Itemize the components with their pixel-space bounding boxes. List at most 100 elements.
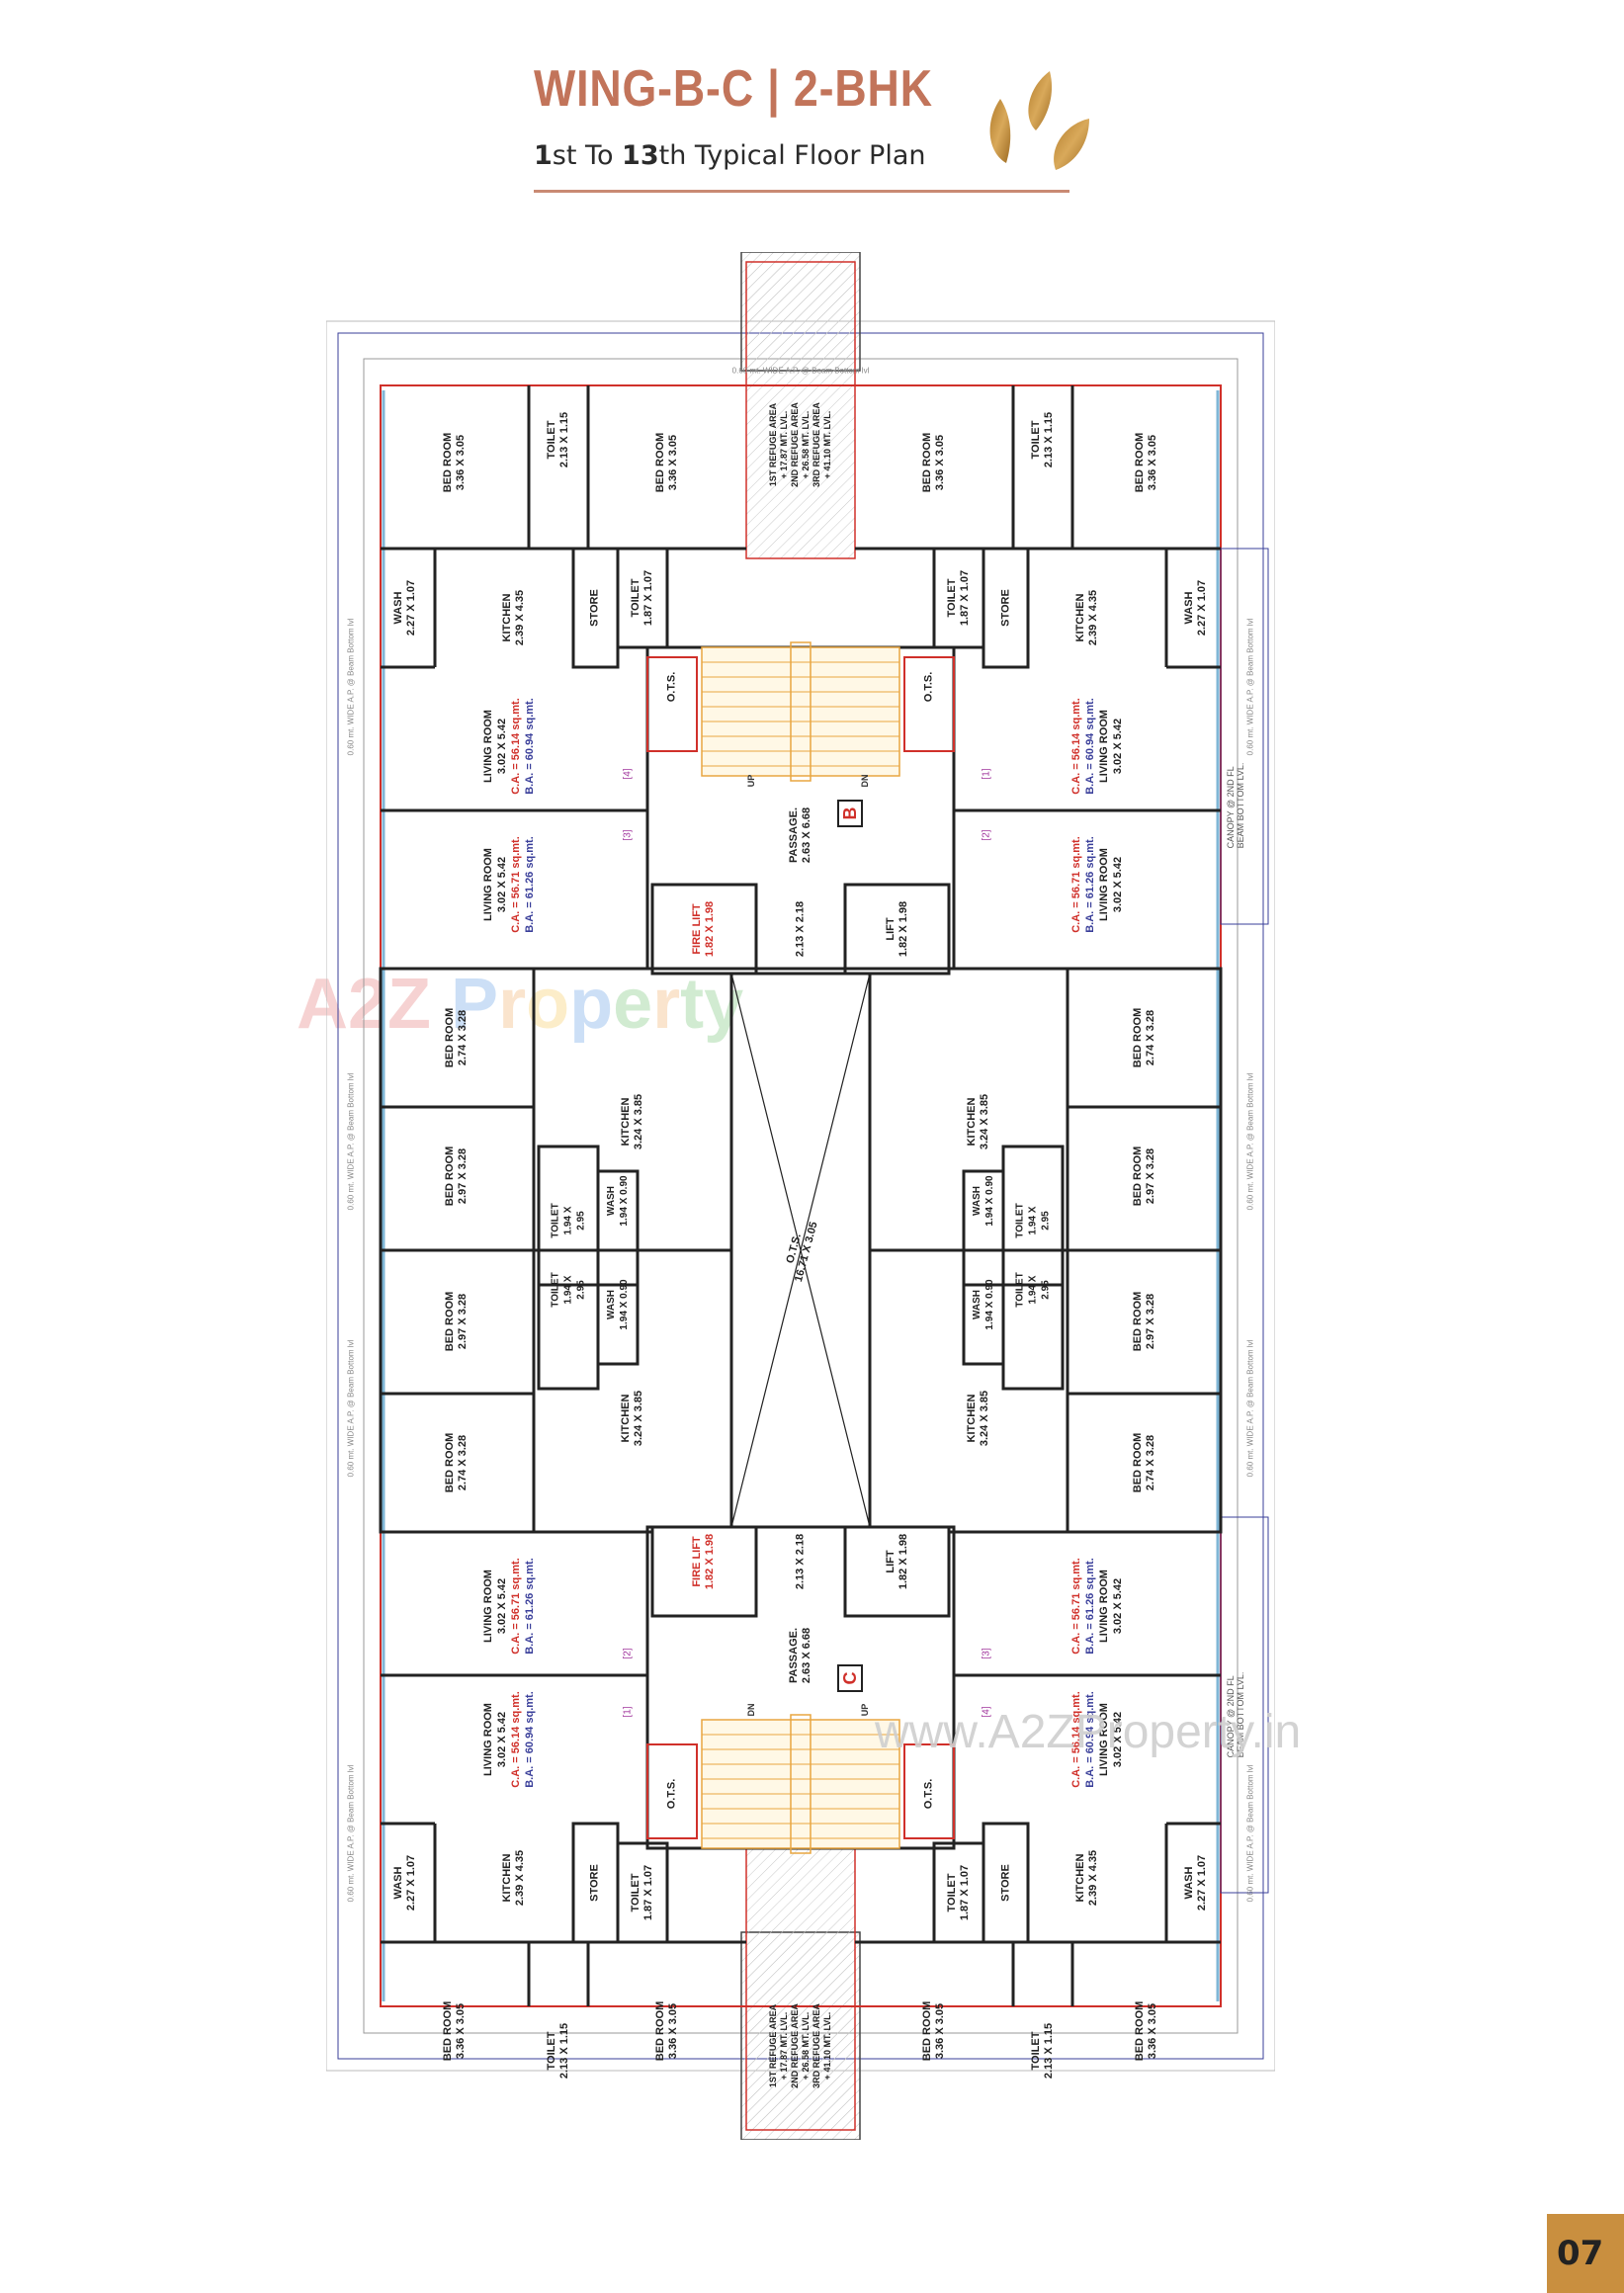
store-label: STORE xyxy=(999,1864,1012,1902)
store-label: STORE xyxy=(588,589,601,627)
lift-lobby-label: 2.13 X 2.18 xyxy=(794,900,807,958)
ots-label: O.T.S. xyxy=(922,1778,935,1810)
ap-note: 0.60 mt. WIDE A.P. @ Beam Bottom lvl xyxy=(346,1072,356,1211)
flat-tag: [4] xyxy=(622,768,634,780)
stair-down-label: DN xyxy=(860,774,870,788)
living-room-label: C.A. = 56.71 sq.mt.B.A. = 61.26 sq.mt.LI… xyxy=(1070,836,1124,933)
living-room-label: C.A. = 56.14 sq.mt.B.A. = 60.94 sq.mt.LI… xyxy=(1070,698,1124,795)
ap-note: 0.60 mt. WIDE A.P. @ Beam Bottom lvl xyxy=(731,366,870,376)
stair-up-label: UP xyxy=(860,1703,870,1717)
ap-note: 0.60 mt. WIDE A.P. @ Beam Bottom lvl xyxy=(1245,1072,1255,1211)
refuge-area-label: 1ST REFUGE AREA+ 17.87 MT. LVL.2ND REFUG… xyxy=(768,402,832,487)
passage-label: PASSAGE.2.63 X 6.68 xyxy=(788,807,812,864)
watermark-url: www.A2ZProperty.in xyxy=(875,1706,1302,1758)
store-label: STORE xyxy=(999,589,1012,627)
page-number-badge: 07 xyxy=(1547,2214,1624,2293)
page-title: WING-B-C | 2-BHK xyxy=(534,60,933,118)
ap-note: 0.60 mt. WIDE A.P. @ Beam Bottom lvl xyxy=(346,618,356,756)
ots-label: O.T.S. xyxy=(665,671,678,703)
ots-label: O.T.S. xyxy=(922,671,935,703)
core-badge-b: B xyxy=(837,800,863,827)
flat-tag: [2] xyxy=(981,829,992,841)
core-badge-c: C xyxy=(837,1664,863,1692)
ap-note: 0.60 mt. WIDE A.P. @ Beam Bottom lvl xyxy=(1245,618,1255,756)
flat-tag: [3] xyxy=(622,829,634,841)
floor-plan-drawing xyxy=(326,252,1275,2140)
refuge-area-label: 1ST REFUGE AREA+ 17.87 MT. LVL.2ND REFUG… xyxy=(768,2003,832,2088)
page-header: WING-B-C | 2-BHK 1st To 13th Typical Flo… xyxy=(534,59,1089,198)
flat-tag: [2] xyxy=(622,1648,634,1659)
store-label: STORE xyxy=(588,1864,601,1902)
stair-down-label: DN xyxy=(746,1703,756,1717)
stair-up-label: UP xyxy=(746,774,756,788)
flat-tag: [1] xyxy=(981,768,992,780)
golden-leaves-icon xyxy=(989,71,1089,170)
ap-note: 0.60 mt. WIDE A.P. @ Beam Bottom lvl xyxy=(346,1764,356,1903)
flat-tag: [3] xyxy=(981,1648,992,1659)
page-number: 07 xyxy=(1557,2234,1604,2273)
flat-tag: [1] xyxy=(622,1706,634,1718)
ap-note: 0.60 mt. WIDE A.P. @ Beam Bottom lvl xyxy=(1245,1764,1255,1903)
ap-note: 0.60 mt. WIDE A.P. @ Beam Bottom lvl xyxy=(346,1339,356,1478)
lift-lobby-label: 2.13 X 2.18 xyxy=(794,1533,807,1590)
ap-note: 0.60 mt. WIDE A.P. @ Beam Bottom lvl xyxy=(1245,1339,1255,1478)
passage-label: PASSAGE.2.63 X 6.68 xyxy=(788,1627,812,1684)
title-underline xyxy=(534,190,1069,193)
living-room-label: C.A. = 56.71 sq.mt.B.A. = 61.26 sq.mt.LI… xyxy=(1070,1558,1124,1655)
page-subtitle: 1st To 13th Typical Floor Plan xyxy=(534,140,926,171)
